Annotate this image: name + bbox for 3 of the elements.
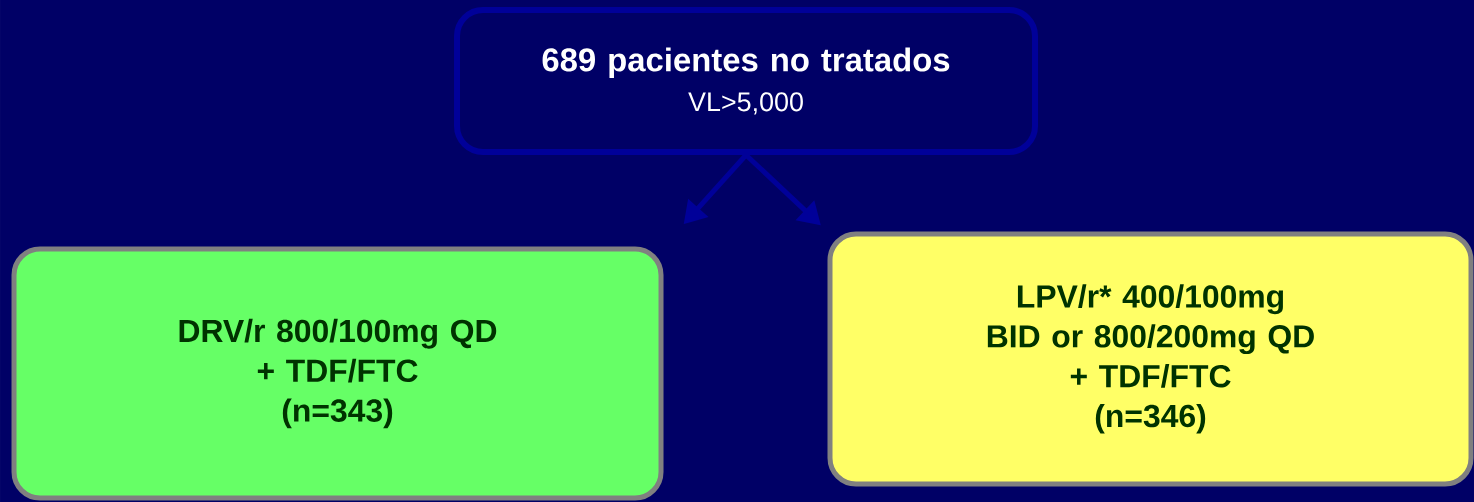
treatment-box: LPV/r* 400/100mg BID or 800/200mg QD + TDF/FTC (n=346)	[827, 231, 1474, 487]
group-box: 689 pacientes no tratados VL>5,000	[454, 7, 1038, 155]
treatment-box: DRV/r 800/100mg QD + TDF/FTC (n=343)	[11, 246, 664, 501]
